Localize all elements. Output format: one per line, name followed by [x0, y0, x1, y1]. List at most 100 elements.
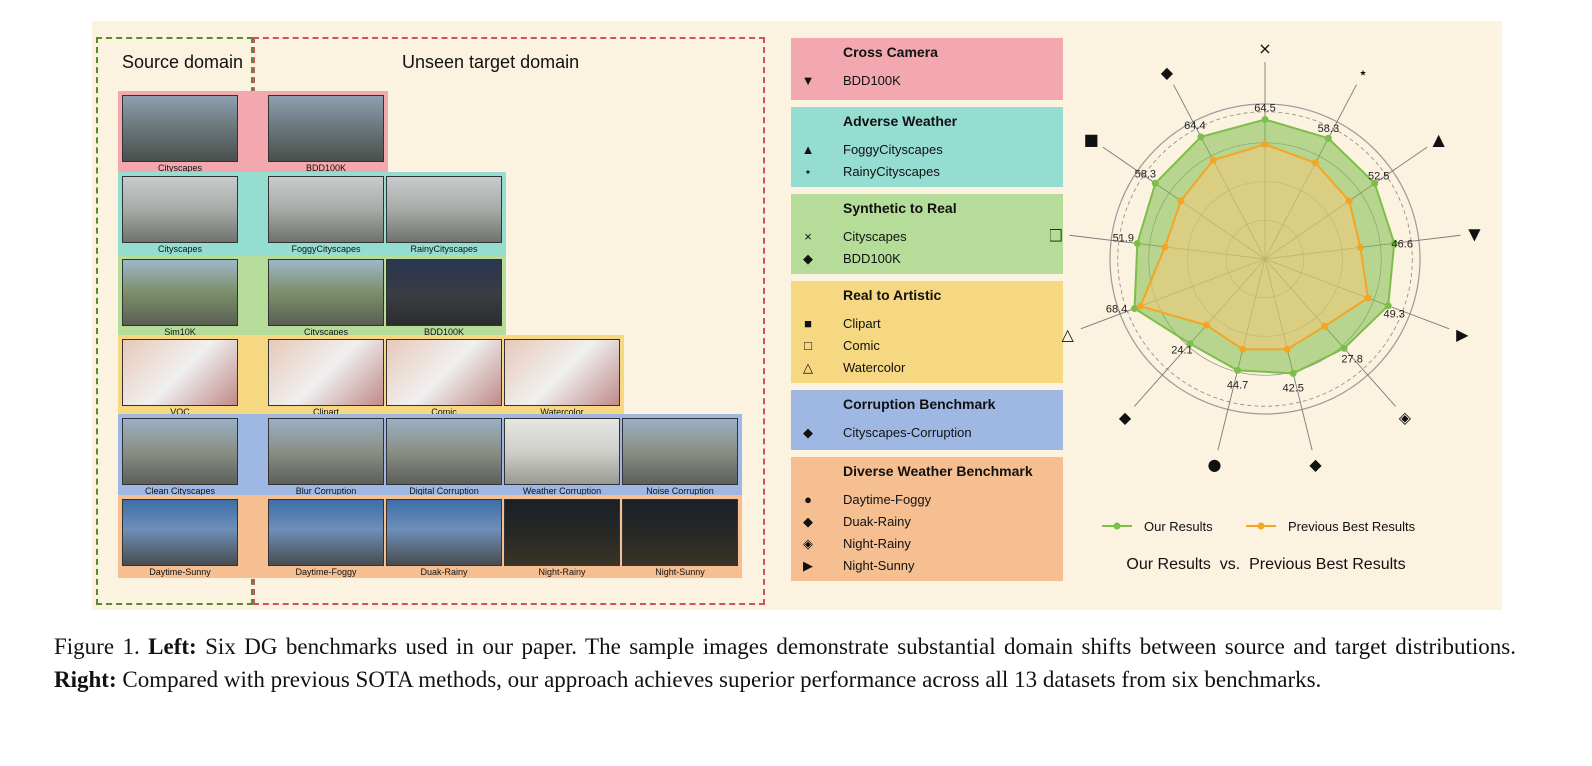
radar-data-point — [1239, 345, 1247, 353]
radar-axis-marker-icon: ▼ — [1468, 225, 1481, 244]
target-sample-image — [268, 499, 384, 566]
radar-data-point — [1324, 134, 1332, 142]
legend-marker-icon: ◆ — [803, 425, 813, 440]
source-sample-image — [122, 95, 238, 162]
radar-data-point — [1261, 116, 1269, 123]
radar-data-point — [1234, 366, 1242, 374]
target-sample-image — [268, 95, 384, 162]
radar-data-point — [1197, 133, 1205, 141]
legend-item-label: Cityscapes — [843, 229, 907, 244]
radar-axis-marker-icon: △ — [1062, 325, 1075, 344]
target-sample-image — [386, 259, 502, 326]
radar-axis-marker-icon: ■ — [1084, 130, 1099, 149]
legend-item: ▼BDD100K — [791, 71, 1063, 91]
radar-chart: ×⋆▲▼▶◈◆●◆△□■◆64.558.352.546.649.327.842.… — [1050, 39, 1481, 573]
radar-data-point — [1133, 239, 1141, 247]
target-domain-header: Unseen target domain — [402, 52, 580, 72]
legend-item: ■Clipart — [791, 314, 1063, 334]
target-sample-image — [504, 499, 620, 566]
sample-image-label: Night-Rainy — [538, 567, 586, 577]
source-sample-image — [122, 418, 238, 485]
legend-item-label: BDD100K — [843, 73, 901, 88]
radar-axis-marker-icon: ● — [1208, 455, 1222, 474]
legend-box: Adverse Weather▲FoggyCityscapes⋆RainyCit… — [791, 107, 1063, 187]
radar-data-point — [1209, 156, 1217, 164]
legend-item: ▶Night-Sunny — [791, 556, 1063, 576]
radar-axis-marker-icon: × — [1258, 39, 1271, 58]
legend-item: △Watercolor — [791, 358, 1063, 378]
radar-data-point — [1364, 294, 1372, 302]
target-sample-image — [622, 418, 738, 485]
radar-value-label: 58.3 — [1318, 123, 1339, 135]
legend-label-our-results: Our Results — [1144, 519, 1213, 534]
sample-image-label: Weather Corruption — [522, 486, 602, 496]
caption-right-label: Right: — [54, 667, 117, 692]
legend-box-title: Corruption Benchmark — [843, 396, 996, 412]
target-sample-image — [268, 259, 384, 326]
target-sample-image — [268, 418, 384, 485]
radar-data-point — [1202, 321, 1210, 329]
radar-value-label: 64.5 — [1254, 103, 1275, 115]
radar-value-label: 46.6 — [1392, 238, 1413, 250]
legend-marker-icon: ▶ — [803, 558, 813, 573]
radar-data-point — [1131, 304, 1139, 312]
legend-label-previous-best: Previous Best Results — [1288, 519, 1416, 534]
target-sample-image — [268, 176, 384, 243]
legend-dot-previous-best — [1257, 522, 1265, 530]
source-sample-image — [122, 339, 238, 406]
legend-marker-icon: ▲ — [801, 142, 815, 157]
sample-image-label: VOC — [170, 407, 190, 417]
legend-box: Synthetic to Real×Cityscapes◆BDD100K — [791, 194, 1063, 274]
legend-marker-icon: ■ — [804, 316, 812, 331]
target-sample-image — [386, 176, 502, 243]
source-sample-image — [122, 176, 238, 243]
radar-data-point — [1177, 197, 1185, 205]
legend-item-label: Comic — [843, 338, 880, 353]
sample-image-label: Watercolor — [540, 407, 584, 417]
sample-image-label: Daytime-Sunny — [149, 567, 211, 577]
sample-image-label: Cityscapes — [303, 327, 348, 337]
caption-prefix: Figure 1. — [54, 634, 149, 659]
target-sample-image — [622, 499, 738, 566]
radar-axis-marker-icon: ◈ — [1399, 408, 1412, 427]
source-sample-image — [122, 259, 238, 326]
legend-marker-icon: ● — [804, 492, 812, 507]
sample-image-label: Duak-Rainy — [420, 567, 468, 577]
radar-value-label: 64.4 — [1184, 120, 1205, 132]
radar-value-label: 68.4 — [1106, 303, 1127, 315]
legend-item-label: Night-Rainy — [843, 536, 911, 551]
target-sample-image — [386, 339, 502, 406]
sample-image-label: Night-Sunny — [655, 567, 705, 577]
legend-item: □ Comic — [791, 336, 1063, 356]
radar-value-label: 49.3 — [1383, 309, 1404, 321]
radar-data-point — [1289, 369, 1297, 377]
radar-axis-marker-icon: □ — [1050, 225, 1063, 244]
radar-value-label: 51.9 — [1113, 232, 1134, 244]
target-sample-image — [504, 339, 620, 406]
sample-image-label: Cityscapes — [157, 163, 202, 173]
legend-box: Corruption Benchmark◆Cityscapes-Corrupti… — [791, 390, 1063, 450]
legend-box: Cross Camera ▼BDD100K — [791, 38, 1063, 100]
legend-box: Real to Artistic■Clipart□Comic△Watercolo… — [791, 281, 1063, 383]
target-sample-image — [268, 339, 384, 406]
legend-marker-icon: ◆ — [803, 514, 813, 529]
legend-marker-icon: ◆ — [803, 251, 813, 266]
radar-axis-marker-icon: ◆ — [1119, 408, 1132, 427]
legend-item: ⋆RainyCityscapes — [791, 162, 1063, 182]
legend-box: Diverse Weather Benchmark●Daytime-Foggy◆… — [791, 457, 1063, 581]
legend-marker-icon: □ — [804, 338, 812, 353]
radar-axis-marker-icon: ⋆ — [1358, 63, 1368, 82]
radar-data-point — [1261, 140, 1269, 148]
legend-item-label: FoggyCityscapes — [843, 142, 943, 157]
legend-box-title: Cross Camera — [843, 44, 938, 60]
sample-image-label: Blur Corruption — [295, 486, 357, 496]
legend-item-label: Watercolor — [843, 360, 906, 375]
radar-data-point — [1390, 239, 1398, 247]
target-sample-image — [386, 418, 502, 485]
radar-axis-marker-icon: ▶ — [1456, 325, 1469, 344]
radar-value-label: 52.5 — [1368, 170, 1389, 182]
target-sample-image — [386, 499, 502, 566]
radar-value-label: 58.3 — [1135, 168, 1156, 180]
legend-item: ◆Duak-Rainy — [791, 512, 1063, 532]
legend-marker-icon: ◈ — [803, 536, 813, 551]
